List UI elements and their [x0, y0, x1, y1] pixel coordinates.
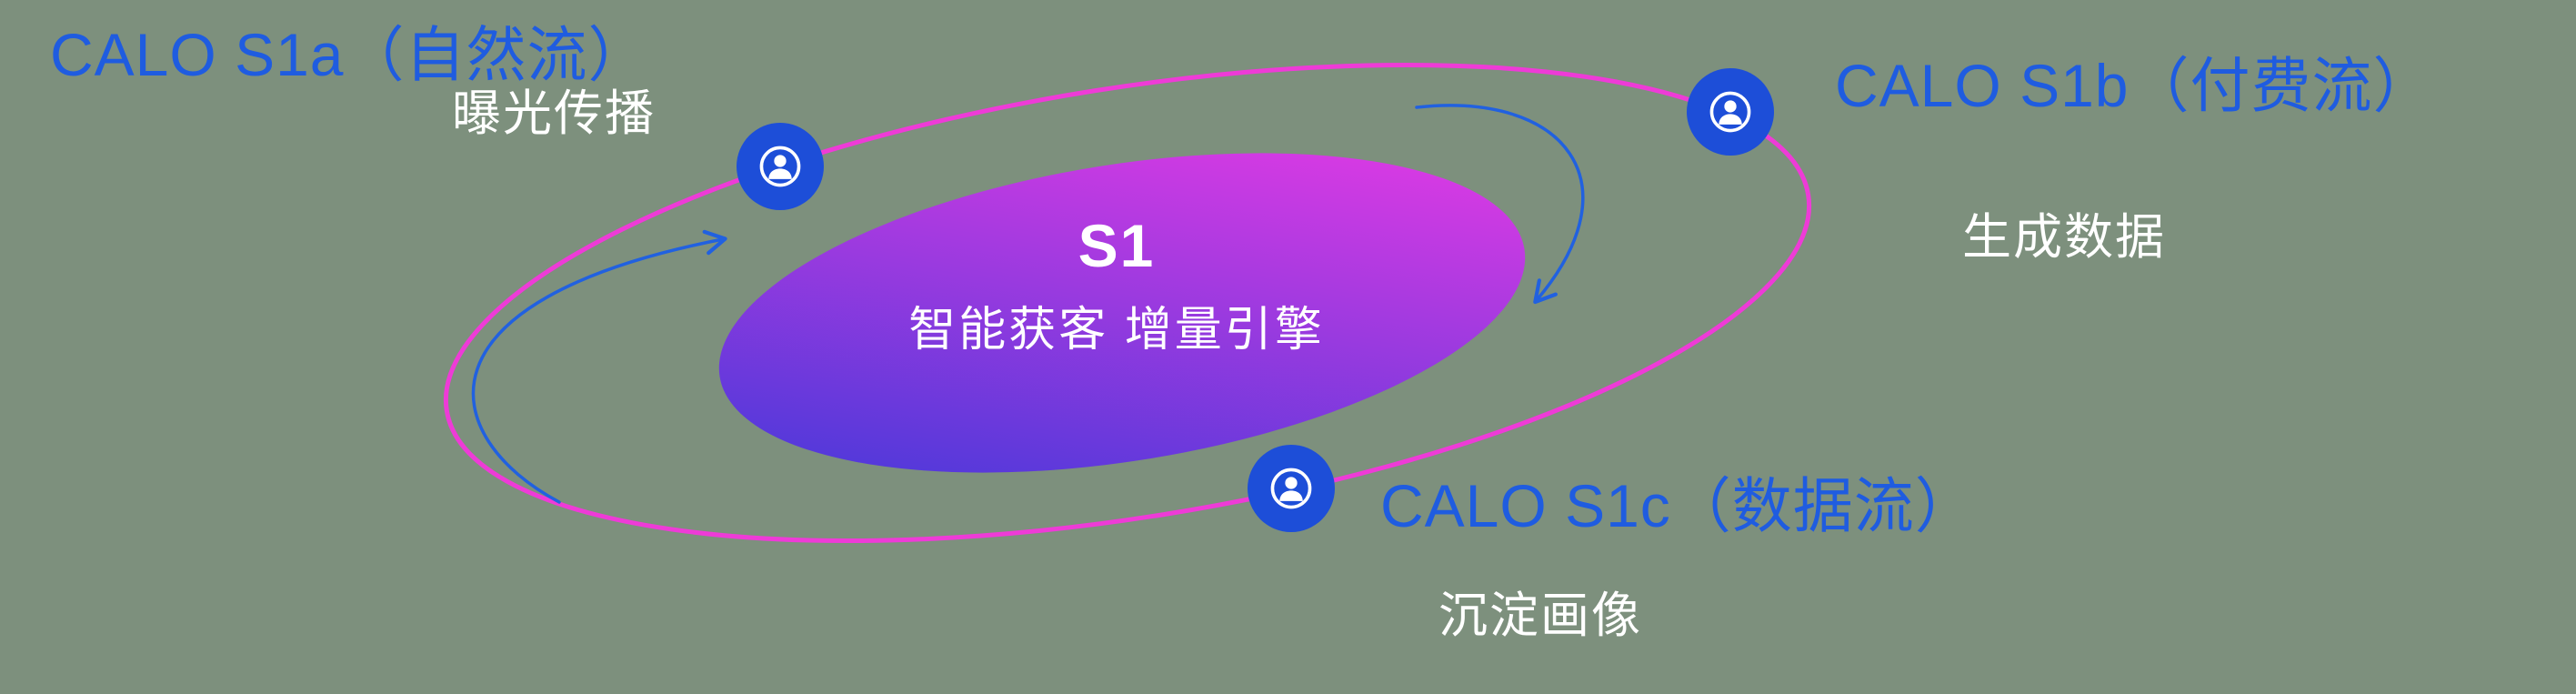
core-subtitle: 智能获客 增量引擎 — [908, 304, 1325, 357]
flow-arrow-right — [1415, 104, 1585, 305]
label-s1b: CALO S1b（付费流） — [1835, 52, 2434, 119]
user-circle-icon — [1709, 91, 1751, 133]
core-title: S1 — [1078, 212, 1156, 279]
sublabel-s1a: 曝光传播 — [452, 86, 656, 141]
user-circle-icon — [1270, 468, 1312, 509]
node-s1c — [1248, 445, 1335, 532]
flow-arrow-left — [471, 229, 727, 504]
label-s1a: CALO S1a（自然流） — [50, 21, 649, 88]
node-s1b — [1687, 68, 1774, 156]
label-s1c: CALO S1c（数据流） — [1380, 472, 1976, 539]
sublabel-s1c: 沉淀画像 — [1438, 588, 1642, 643]
user-circle-icon — [759, 146, 801, 187]
node-s1a — [737, 123, 824, 210]
core-ellipse — [718, 153, 1526, 473]
orbit-ring — [443, 62, 1812, 544]
sublabel-s1b: 生成数据 — [1962, 210, 2166, 265]
